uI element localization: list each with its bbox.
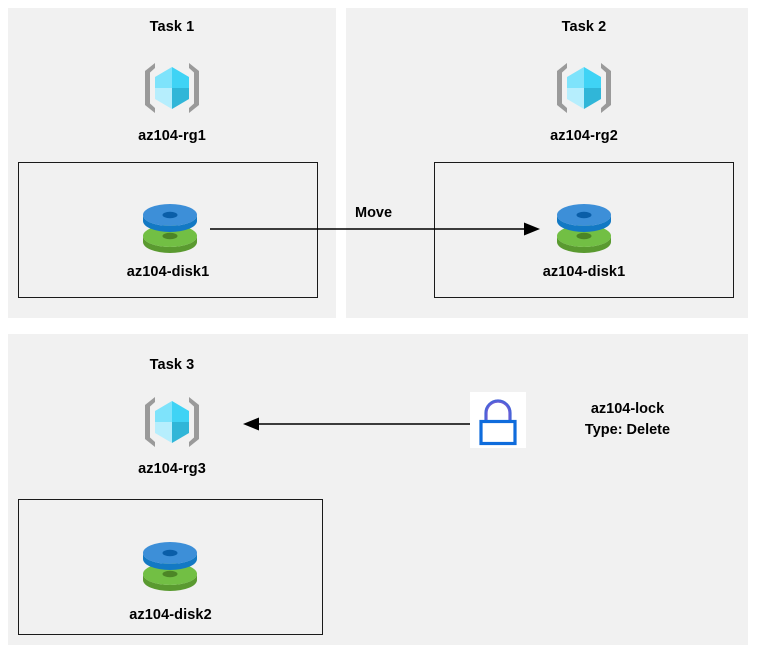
task3-title: Task 3 [149,357,195,373]
move-arrow [210,222,540,236]
lock-type-label: Type: Delete [584,422,671,438]
task3-disk-label: az104-disk2 [129,607,212,623]
resource-group-icon [553,57,615,119]
managed-disk-icon [138,536,202,594]
lock-icon [470,392,526,448]
task1-disk-label: az104-disk1 [126,264,210,280]
task3-resource-box [18,499,323,635]
move-arrow-label: Move [355,205,393,221]
task1-resource-group-label: az104-rg1 [138,128,206,144]
managed-disk-icon [138,198,202,256]
resource-group-icon [141,391,203,453]
task1-title: Task 1 [149,19,195,35]
task3-resource-group-label: az104-rg3 [138,461,206,477]
task2-disk-label: az104-disk1 [542,264,626,280]
task2-resource-group-label: az104-rg2 [550,128,618,144]
lock-name-label: az104-lock [590,401,665,417]
resource-group-icon [141,57,203,119]
lock-arrow [243,417,473,431]
task2-title: Task 2 [561,19,607,35]
managed-disk-icon [552,198,616,256]
